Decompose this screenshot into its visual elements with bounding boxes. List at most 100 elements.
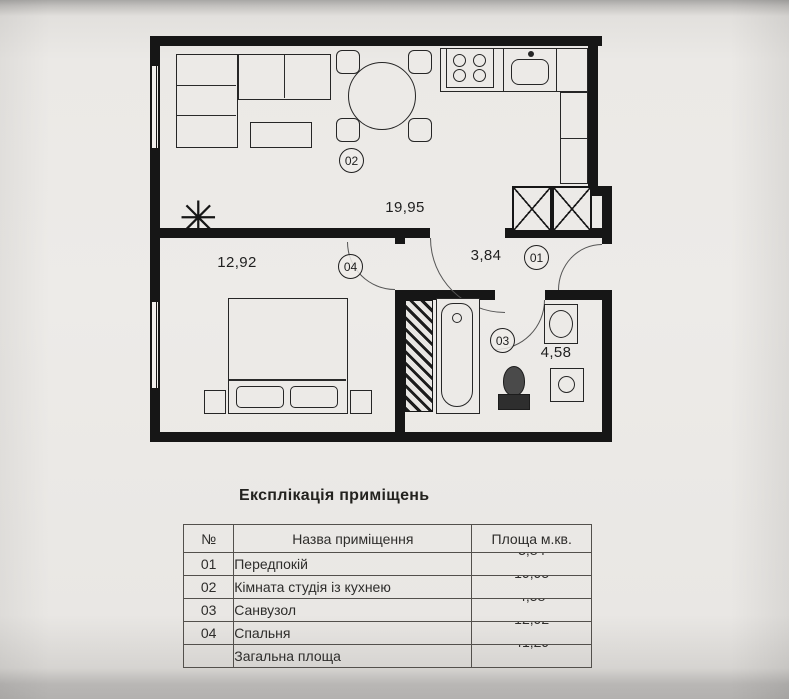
header-area: Площа м.кв.: [471, 524, 592, 553]
dining-table: [348, 62, 416, 130]
bathroom-sink: [544, 304, 578, 344]
wall-left-middle: [150, 148, 160, 302]
window-bedroom: [150, 302, 160, 388]
room-name: Передпокій: [233, 552, 473, 576]
burner-icon: [473, 54, 486, 67]
wall-bedroom-door-stub: [395, 238, 405, 244]
window-living-room: [150, 66, 160, 148]
coffee-table: [250, 122, 312, 148]
wall-step: [588, 186, 612, 196]
room-area-value: 19,95: [514, 577, 549, 582]
wall-hall-top: [505, 228, 612, 238]
plant-icon: ✳: [179, 192, 218, 244]
room-area-value: 12,92: [514, 623, 549, 628]
room-badge-hall: 01: [524, 245, 549, 270]
chair: [408, 50, 432, 74]
total-label: Загальна площа: [233, 644, 473, 668]
window-glass-line: [155, 66, 157, 148]
sink-bowl: [549, 310, 573, 338]
row-number: 04: [182, 621, 235, 645]
bathtub-drain: [452, 313, 462, 323]
room-area: 4,58: [471, 598, 592, 622]
wall-left-bottom: [150, 388, 160, 442]
pillow: [290, 386, 338, 408]
toilet: [496, 366, 532, 412]
total-area-value: 41,29: [514, 646, 549, 651]
kitchen-sink-icon: [503, 48, 557, 92]
room-name: Спальня: [233, 621, 473, 645]
area-label-bedroom: 12,92: [217, 254, 257, 271]
row-number: 02: [182, 575, 235, 599]
counter-divider: [561, 138, 587, 139]
chair: [336, 50, 360, 74]
duct-column: [405, 300, 433, 412]
sofa-section-top: [238, 54, 331, 100]
room-badge-bedroom: 04: [338, 254, 363, 279]
area-label-living: 19,95: [385, 199, 425, 216]
floor-plan: ✳ 02 19,95 12,92 04 3,84 01: [143, 32, 621, 450]
table-row-total: Загальна площа 41,29: [182, 644, 592, 668]
stove-icon: [446, 48, 494, 88]
burner-icon: [453, 54, 466, 67]
header-room-name: Назва приміщення: [233, 524, 473, 553]
vent-shaft-right: [552, 186, 592, 232]
area-label-bathroom: 4,58: [540, 344, 572, 361]
row-number: 01: [182, 552, 235, 576]
wall-bottom: [150, 432, 612, 442]
chair: [336, 118, 360, 142]
table-header-row: № Назва приміщення Площа м.кв.: [182, 524, 592, 553]
sink-basin: [511, 59, 549, 85]
explication-table: № Назва приміщення Площа м.кв. 01 Передп…: [182, 524, 592, 668]
room-badge-living: 02: [339, 148, 364, 173]
wall-right-above-entrance: [602, 186, 612, 244]
room-area-value: 4,58: [518, 600, 545, 605]
toilet-tank: [498, 394, 530, 410]
table-row: 04 Спальня 12,92: [182, 621, 592, 645]
table-row: 03 Санвузол 4,58: [182, 598, 592, 622]
bathtub: [436, 298, 480, 414]
wall-right-kitchen: [588, 36, 598, 188]
room-badge-bathroom: 03: [490, 328, 515, 353]
sofa-cushion-divider: [177, 115, 236, 116]
kitchen-counter-right: [560, 92, 588, 184]
chair: [408, 118, 432, 142]
room-area: 3,84: [471, 552, 592, 576]
burner-icon: [453, 69, 466, 82]
washer-drum: [558, 376, 575, 393]
wall-left-top: [150, 36, 160, 66]
nightstand: [350, 390, 372, 414]
pillow: [236, 386, 284, 408]
area-label-hall: 3,84: [470, 247, 502, 264]
bathtub-basin: [441, 303, 473, 407]
room-name: Санвузол: [233, 598, 473, 622]
wall-right-below-entrance: [602, 290, 612, 442]
door-arc-entrance: [558, 244, 602, 290]
room-area: 19,95: [471, 575, 592, 599]
row-number: 03: [182, 598, 235, 622]
room-area-value: 3,84: [518, 554, 545, 559]
sofa-cushion-divider: [284, 55, 285, 98]
wall-bathroom-left-segment: [400, 290, 495, 300]
wall-top: [150, 36, 602, 46]
wall-bathroom-right-segment: [545, 290, 612, 300]
table-row: 02 Кімната студія із кухнею 19,95: [182, 575, 592, 599]
burner-icon: [473, 69, 486, 82]
toilet-bowl: [503, 366, 525, 396]
nightstand: [204, 390, 226, 414]
sink-faucet: [528, 51, 534, 57]
sofa-cushion-divider: [177, 85, 236, 86]
wall-bedroom-vertical: [395, 290, 405, 442]
blanket-line: [229, 379, 346, 381]
total-area: 41,29: [471, 644, 592, 668]
table-row: 01 Передпокій 3,84: [182, 552, 592, 576]
room-area: 12,92: [471, 621, 592, 645]
window-glass-line: [155, 302, 157, 388]
wall-living-bedroom: [150, 228, 430, 238]
explication-title: Експлікація приміщень: [239, 487, 430, 504]
washing-machine: [550, 368, 584, 402]
room-name: Кімната студія із кухнею: [233, 575, 473, 599]
sofa-section-left: [176, 54, 238, 148]
vent-shaft-left: [512, 186, 552, 232]
row-number: [182, 644, 235, 668]
